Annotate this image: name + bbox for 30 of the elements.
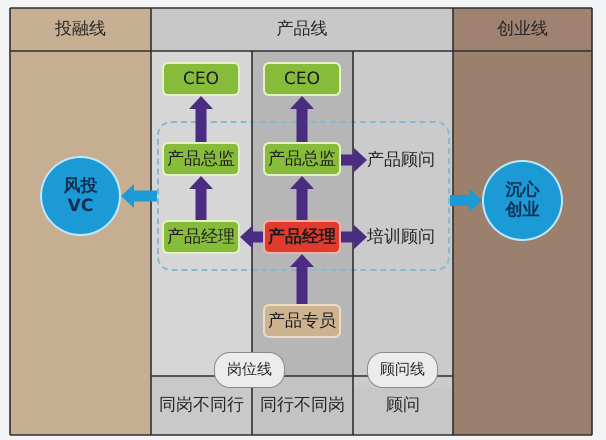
arrow xyxy=(290,254,314,304)
arrow xyxy=(189,96,213,142)
role-label: 产品顾问 xyxy=(367,149,439,171)
role-box: 产品专员 xyxy=(263,304,341,338)
arrow xyxy=(290,176,314,220)
role-box: 产品经理 xyxy=(263,220,341,254)
role-box: 产品总监 xyxy=(263,142,341,176)
role-box: 产品经理 xyxy=(162,220,240,254)
role-box: 产品总监 xyxy=(162,142,240,176)
lane-tag: 顾问线 xyxy=(367,352,438,388)
arrow xyxy=(341,148,367,172)
role-box: CEO xyxy=(263,62,341,96)
circle-badge: 沉心创业 xyxy=(482,160,563,241)
arrow xyxy=(341,225,367,249)
arrow xyxy=(121,184,157,208)
category-cell: 同行不同岗 xyxy=(252,376,353,435)
circle-badge: 风投VC xyxy=(40,156,121,236)
lane-tag: 岗位线 xyxy=(214,352,285,388)
column-band xyxy=(151,8,453,435)
column-header: 产品线 xyxy=(151,8,453,51)
role-label: 培训顾问 xyxy=(367,226,439,248)
arrow xyxy=(290,96,314,142)
arrow xyxy=(450,188,482,212)
column-band xyxy=(10,8,151,435)
category-cell: 顾问 xyxy=(353,388,453,435)
dashed-frame xyxy=(157,121,450,271)
column-band xyxy=(453,8,592,435)
role-box: CEO xyxy=(162,62,240,96)
arrow xyxy=(189,176,213,220)
arrow xyxy=(240,225,263,249)
